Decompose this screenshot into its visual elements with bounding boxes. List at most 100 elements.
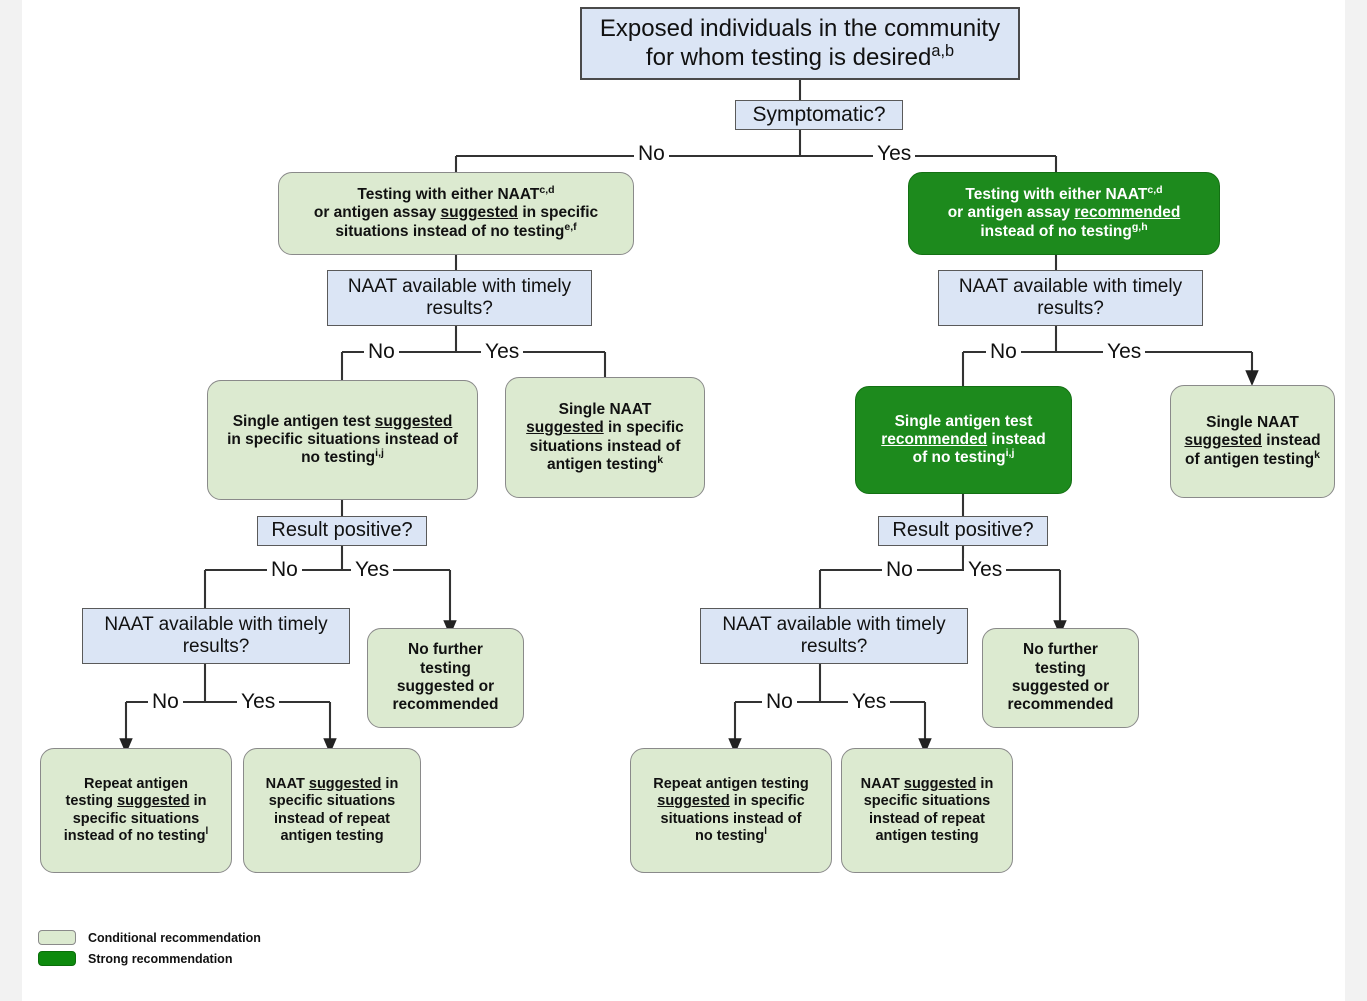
edge-label-left-naat1-no: No (364, 340, 399, 364)
node-left-testing-suggested: Testing with either NAATc,d or antigen a… (278, 172, 634, 255)
right-ns-l4: antigen testing (875, 827, 979, 844)
node-root: Exposed individuals in the community for… (580, 7, 1020, 80)
root-footnote-sup: a,b (931, 41, 955, 60)
right-sa-l3: of no testingi,j (912, 446, 1015, 467)
edge-label-right-naat2-yes: Yes (848, 690, 891, 714)
right-test-l3: instead of no testingg,h (980, 220, 1148, 240)
right-test-l2: or antigen assay recommended (947, 204, 1181, 222)
node-right-naat-suggested-repeat: NAAT suggested in specific situations in… (841, 748, 1013, 873)
right-sa-l1: Single antigen test (894, 412, 1033, 430)
node-left-naat-suggested-repeat: NAAT suggested in specific situations in… (243, 748, 421, 873)
root-line2: for whom testing is desireda,b (645, 41, 955, 71)
node-left-repeat-antigen-testing: Repeat antigen testing suggested in spec… (40, 748, 232, 873)
left-ns-l3: instead of repeat (273, 810, 391, 827)
left-sn-l4: antigen testingk (546, 453, 664, 473)
left-ns-l4: antigen testing (280, 827, 384, 844)
right-sn-l3: of antigen testingk (1184, 448, 1321, 468)
left-naat1-l1: NAAT available with timely (347, 275, 572, 297)
right-ra-l4: no testingl (694, 825, 768, 844)
left-ra-l2: testing suggested in (65, 793, 207, 810)
page-edge-left (0, 0, 22, 1001)
right-naat2-l2: results? (800, 636, 868, 657)
root-line1: Exposed individuals in the community (599, 15, 1001, 43)
left-nf-l4: recommended (392, 696, 499, 714)
edge-label-left-naat2-no: No (148, 690, 183, 714)
right-result-positive-label: Result positive? (892, 519, 1034, 542)
left-sn-l3: situations instead of (529, 437, 681, 455)
left-sa-l3: no testingi,j (301, 446, 384, 467)
legend-label-strong: Strong recommendation (88, 951, 233, 966)
edge-label-symptomatic-no: No (634, 142, 669, 166)
legend-row-conditional: Conditional recommendation (38, 930, 261, 945)
right-sa-l2: recommended instead (881, 430, 1046, 448)
edge-label-right-result-yes: Yes (964, 558, 1007, 582)
legend: Conditional recommendation Strong recomm… (38, 930, 261, 972)
right-naat1-l2: results? (1037, 298, 1104, 319)
left-nf-l3: suggested or (396, 678, 495, 695)
left-ra-l4: instead of no testingl (63, 825, 209, 844)
left-naat2-l2: results? (182, 636, 250, 657)
node-right-no-further-testing: No further testing suggested or recommen… (982, 628, 1139, 728)
node-left-result-positive: Result positive? (257, 516, 427, 546)
node-right-naat-available-1: NAAT available with timely results? (938, 270, 1203, 326)
right-nf-l4: recommended (1007, 696, 1114, 714)
legend-swatch-conditional (38, 930, 76, 945)
right-nf-l2: testing (1035, 659, 1086, 677)
node-symptomatic: Symptomatic? (735, 100, 903, 130)
left-ns-l1: NAAT suggested in (265, 776, 399, 793)
left-ns-l2: specific situations (268, 793, 396, 810)
left-naat2-l1: NAAT available with timely (104, 613, 328, 635)
legend-swatch-strong (38, 951, 76, 966)
edge-label-left-result-yes: Yes (351, 558, 394, 582)
left-test-l3: situations instead of no testinge,f (335, 220, 577, 240)
node-left-single-naat-suggested: Single NAAT suggested in specific situat… (505, 377, 705, 498)
left-sa-l1: Single antigen test suggested (232, 412, 453, 430)
node-right-testing-recommended: Testing with either NAATc,d or antigen a… (908, 172, 1220, 255)
node-right-single-naat-suggested: Single NAAT suggested instead of antigen… (1170, 385, 1335, 498)
left-nf-l2: testing (420, 659, 471, 677)
right-sn-l2: suggested instead (1184, 432, 1321, 450)
node-left-naat-available-2: NAAT available with timely results? (82, 608, 350, 664)
left-nf-l1: No further (408, 641, 483, 659)
left-naat1-l2: results? (426, 298, 493, 319)
edge-label-right-result-no: No (882, 558, 917, 582)
node-right-repeat-antigen-testing: Repeat antigen testing suggested in spec… (630, 748, 832, 873)
left-sn-l2: suggested in specific (526, 419, 684, 437)
edge-label-right-naat1-yes: Yes (1103, 340, 1146, 364)
left-sa-l2: in specific situations instead of (227, 430, 458, 448)
node-right-single-antigen-recommended: Single antigen test recommended instead … (855, 386, 1072, 494)
right-naat1-l1: NAAT available with timely (958, 275, 1183, 297)
legend-label-conditional: Conditional recommendation (88, 930, 261, 945)
symptomatic-label: Symptomatic? (752, 102, 886, 126)
node-left-single-antigen-suggested: Single antigen test suggested in specifi… (207, 380, 478, 500)
left-ra-l1: Repeat antigen (84, 776, 188, 793)
right-ra-l3: situations instead of (660, 810, 802, 827)
right-sn-l1: Single NAAT (1206, 414, 1299, 432)
right-nf-l3: suggested or (1011, 678, 1110, 695)
left-test-l1: Testing with either NAATc,d (357, 183, 555, 204)
right-ra-l2: suggested in specific (657, 793, 805, 810)
edge-label-left-result-no: No (267, 558, 302, 582)
right-ns-l3: instead of repeat (868, 810, 986, 827)
node-right-result-positive: Result positive? (878, 516, 1048, 546)
left-sn-l1: Single NAAT (558, 400, 652, 418)
edge-label-right-naat1-no: No (986, 340, 1021, 364)
right-ns-l2: specific situations (863, 793, 991, 810)
edge-label-right-naat2-no: No (762, 690, 797, 714)
page-edge-right (1345, 0, 1367, 1001)
legend-row-strong: Strong recommendation (38, 951, 261, 966)
right-ra-l1: Repeat antigen testing (653, 776, 809, 793)
node-left-no-further-testing: No further testing suggested or recommen… (367, 628, 524, 728)
edge-label-left-naat2-yes: Yes (237, 690, 280, 714)
right-nf-l1: No further (1023, 641, 1098, 659)
node-left-naat-available-1: NAAT available with timely results? (327, 270, 592, 326)
edge-label-left-naat1-yes: Yes (481, 340, 524, 364)
right-test-l1: Testing with either NAATc,d (965, 183, 1163, 204)
left-result-positive-label: Result positive? (271, 519, 413, 542)
node-right-naat-available-2: NAAT available with timely results? (700, 608, 968, 664)
left-test-l2: or antigen assay suggested in specific (313, 204, 599, 222)
right-ns-l1: NAAT suggested in (860, 776, 994, 793)
edge-label-symptomatic-yes: Yes (873, 142, 916, 166)
left-ra-l3: specific situations (72, 810, 200, 827)
